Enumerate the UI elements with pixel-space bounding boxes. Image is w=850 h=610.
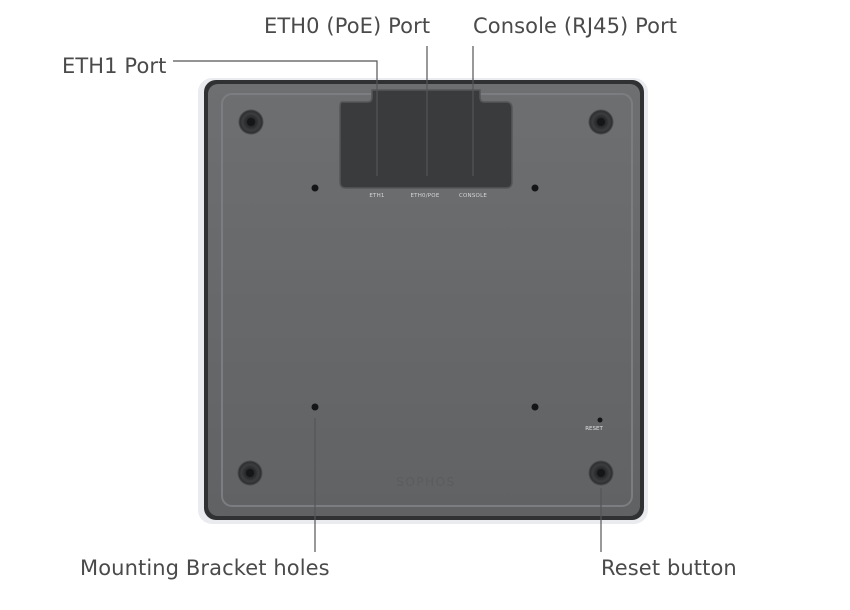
mounting-hole-bottom-right: [531, 403, 539, 411]
brand-emboss: SOPHOS: [396, 475, 455, 489]
eth1-leader-line: [173, 60, 378, 176]
mounting-hole-top-right: [531, 184, 539, 192]
reset-label: RESET: [585, 426, 603, 432]
rubber-foot-bottom-right: [588, 460, 614, 486]
mounting-hole-top-left: [311, 184, 319, 192]
port-bay: [339, 89, 513, 189]
mounting-callout: Mounting Bracket holes: [80, 556, 330, 580]
reset-button-hole: [597, 417, 603, 423]
eth0-callout: ETH0 (PoE) Port: [264, 14, 431, 38]
console-port-label: CONSOLE: [459, 193, 487, 199]
eth1-port-label: ETH1: [369, 193, 384, 199]
rubber-foot-bottom-left: [237, 460, 263, 486]
rubber-foot-top-right: [588, 109, 614, 135]
rubber-foot-top-left: [238, 109, 264, 135]
eth1-callout: ETH1 Port: [62, 54, 167, 78]
mounting-hole-bottom-left: [311, 403, 319, 411]
console-callout: Console (RJ45) Port: [473, 14, 678, 38]
eth0-port-label: ETH0/POE: [410, 193, 439, 199]
reset-callout: Reset button: [601, 556, 737, 580]
